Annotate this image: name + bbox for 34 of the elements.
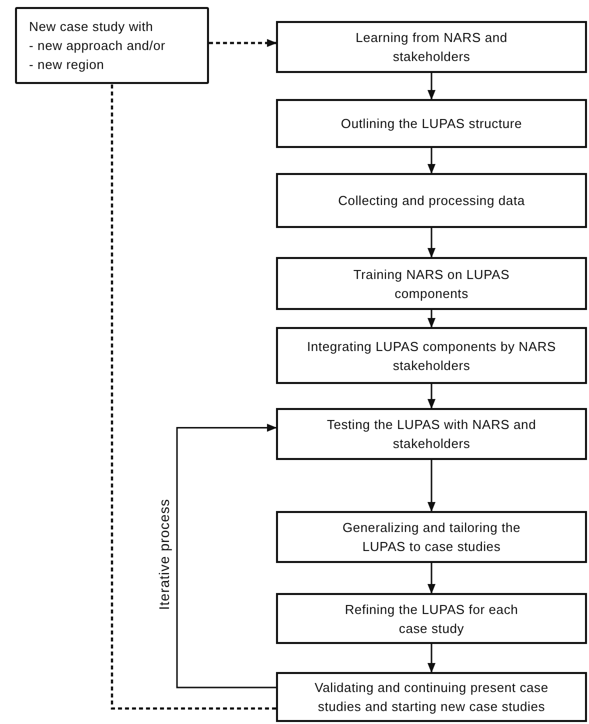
- dashed-connector: [209, 39, 277, 47]
- arrow: [428, 148, 436, 174]
- process-box: [276, 257, 587, 310]
- process-box: [276, 408, 587, 460]
- box-text: Validating and continuing present case studies and starting new case studies: [314, 679, 550, 716]
- box-text: - new approach and/or: [29, 37, 166, 55]
- process-box: [276, 672, 587, 722]
- dashed-connector: [110, 84, 276, 710]
- arrow: [428, 73, 436, 100]
- edge-label: Iterative process: [157, 498, 171, 610]
- process-box: [15, 7, 209, 84]
- process-box: [276, 327, 587, 384]
- box-text: Testing the LUPAS with NARS and stakeholders: [326, 416, 538, 453]
- process-box: [276, 99, 587, 148]
- box-text: Integrating LUPAS components by NARS stakeholders: [306, 338, 556, 374]
- process-box: [276, 173, 587, 228]
- box-text: Learning from NARS and stakeholders: [354, 29, 508, 66]
- arrow: [176, 424, 277, 688]
- process-box: [276, 511, 587, 563]
- arrow: [428, 310, 436, 328]
- arrow: [428, 384, 436, 409]
- box-text: Outlining the LUPAS structure: [340, 115, 522, 133]
- box-text: Collecting and processing data: [338, 192, 525, 210]
- process-box: [276, 21, 587, 73]
- arrow: [428, 644, 436, 673]
- process-box: [276, 593, 587, 644]
- arrow: [428, 460, 436, 512]
- box-text: Refining the LUPAS for each case study: [344, 600, 520, 638]
- arrow: [428, 563, 436, 594]
- box-text: New case study with: [29, 18, 154, 36]
- arrow: [428, 228, 436, 258]
- box-text: Training NARS on LUPAS components: [352, 266, 511, 302]
- box-text: Generalizing and tailoring the LUPAS to case studies: [341, 519, 522, 556]
- box-text: - new region: [29, 56, 104, 74]
